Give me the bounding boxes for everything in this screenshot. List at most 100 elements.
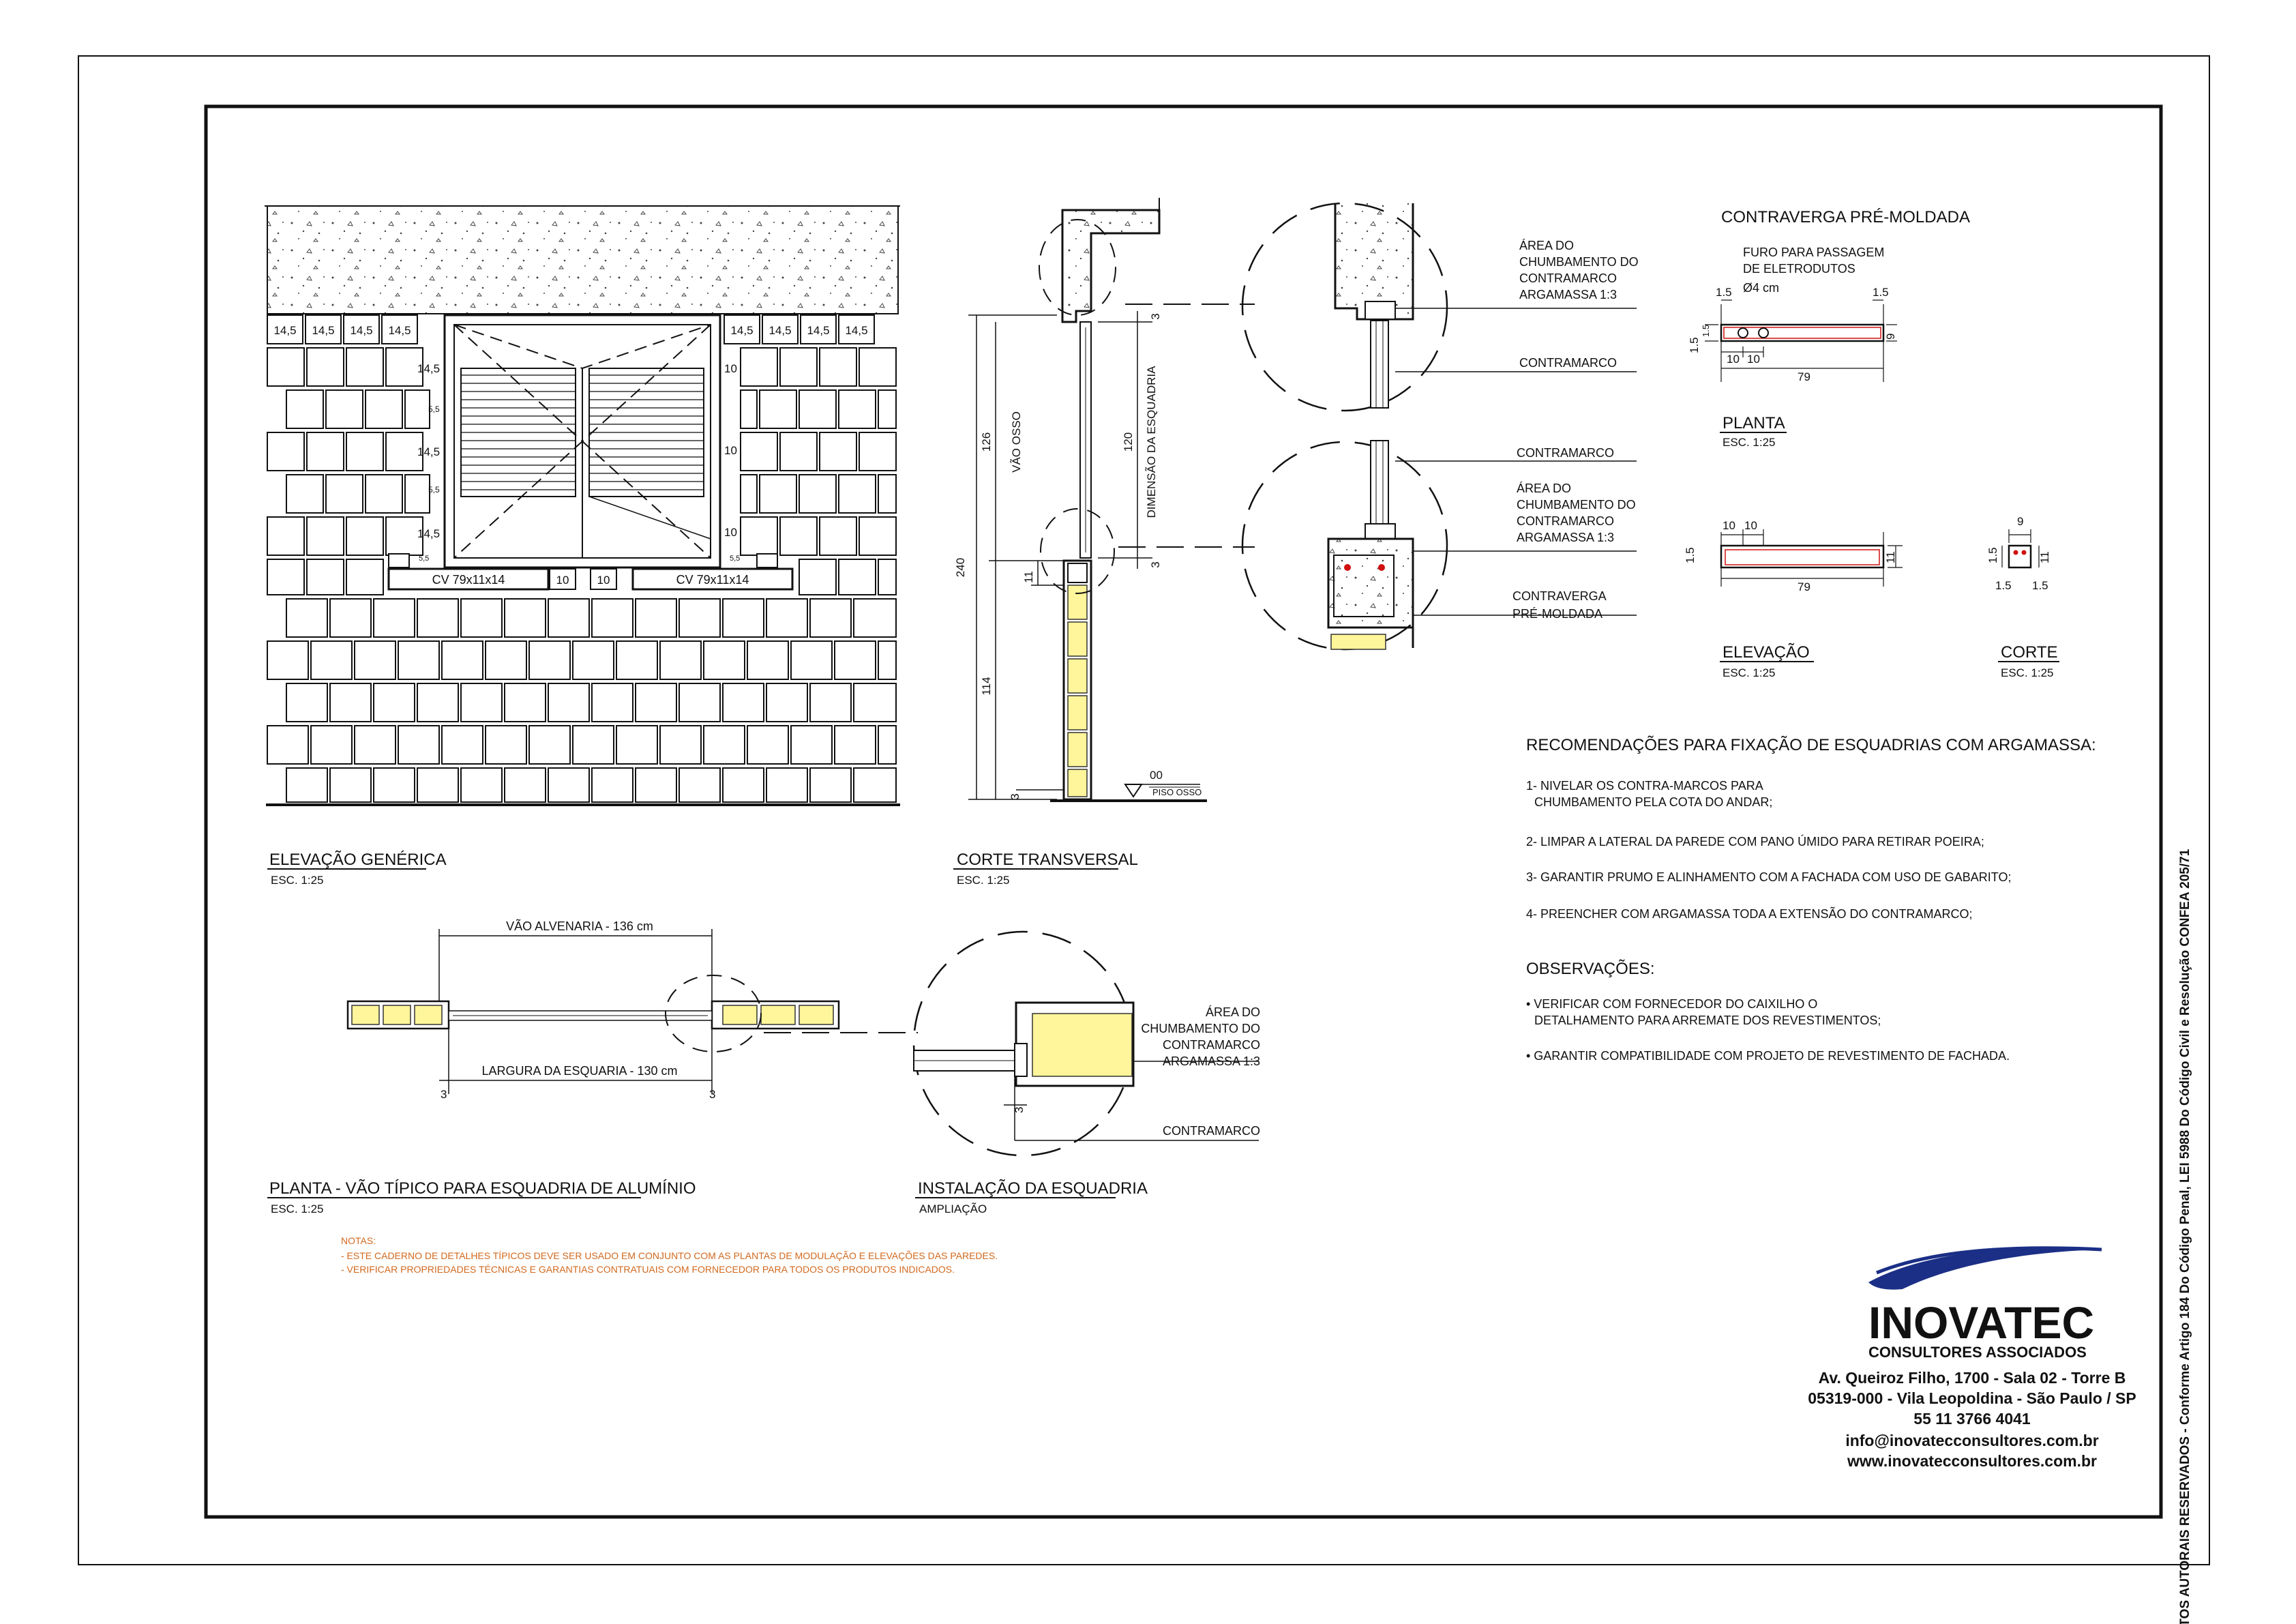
area-label: CHUMBAMENTO DO <box>1141 1022 1260 1035</box>
top-dim: 14,5 <box>350 324 372 337</box>
corte-transversal: 240 126 VÃO OSSO 120 DIMENSÃO DA ESQUADR… <box>953 198 1255 887</box>
top-dim: 14,5 <box>388 324 411 337</box>
level-marker-icon <box>1124 784 1143 798</box>
inovatec-swoosh-icon <box>1868 1247 2100 1290</box>
nota-line: - ESTE CADERNO DE DETALHES TÍPICOS DEVE … <box>341 1250 998 1261</box>
elev-dim: 10 <box>1744 519 1757 532</box>
planta-scale: ESC. 1:25 <box>1723 436 1776 449</box>
planta-dim: 10 <box>1747 353 1760 366</box>
left-dim: 5,5 <box>428 485 440 494</box>
recomendacao-item: 4- PREENCHER COM ARGAMASSA TODA A EXTENS… <box>1526 906 1972 921</box>
outer-border <box>78 55 2210 1565</box>
corte-title: CORTE <box>2001 643 2058 662</box>
dim-vao-osso: VÃO OSSO <box>1010 411 1023 473</box>
dim-240: 240 <box>954 558 967 577</box>
corte-dim: 1.5 <box>2032 579 2048 592</box>
recomendacao-item: 1- NIVELAR OS CONTRA-MARCOS PARA <box>1526 779 1763 793</box>
contramarco-label: CONTRAMARCO <box>1163 1124 1260 1138</box>
area-label: ÁREA DO <box>1517 482 1571 495</box>
contramarco-label: CONTRAMARCO <box>1517 446 1614 460</box>
mid-dim: 10 <box>556 574 569 587</box>
copyright-side-text: DIREITOS AUTORAIS RESERVADOS - Conforme … <box>2178 848 2192 1624</box>
planta-dim: 1.5 <box>1701 325 1711 337</box>
planta-dim: 1.5 <box>1873 286 1889 299</box>
area-label: CHUMBAMENTO DO <box>1517 498 1636 512</box>
nota-line: - VERIFICAR PROPRIEDADES TÉCNICAS E GARA… <box>341 1264 955 1275</box>
area-label: ARGAMASSA 1:3 <box>1519 288 1617 301</box>
contramarco-label: CONTRAMARCO <box>1519 356 1617 370</box>
corte-title: CORTE TRANSVERSAL <box>957 851 1138 869</box>
planta-dim: 1.5 <box>1688 337 1701 353</box>
observacao-item: DETALHAMENTO PARA ARREMATE DOS REVESTIME… <box>1534 1014 1881 1027</box>
inner-border <box>204 104 2163 1519</box>
dim-esquadria: DIMENSÃO DA ESQUADRIA <box>1145 366 1158 518</box>
elevacao-title: ELEVAÇÃO GENÉRICA <box>269 851 447 869</box>
contraverga-title: CONTRAVERGA PRÉ-MOLDADA <box>1721 208 1970 226</box>
right-dim: 10 <box>724 362 737 375</box>
dim-3: 3 <box>1013 1107 1026 1113</box>
detail-bottom: CONTRAMARCO ÁREA DO CHUMBAMENTO DO CONTR… <box>1241 440 1637 651</box>
notas: NOTAS: - ESTE CADERNO DE DETALHES TÍPICO… <box>341 1235 998 1275</box>
contraverga-detail: CONTRAVERGA PRÉ-MOLDADA FURO PARA PASSAG… <box>1684 208 2059 679</box>
vao-alvenaria: VÃO ALVENARIA - 136 cm <box>506 919 653 933</box>
corte-dim: 1.5 <box>1986 547 1999 563</box>
recomendacao-item: CHUMBAMENTO PELA COTA DO ANDAR; <box>1534 795 1772 809</box>
elev-dim: 11 <box>1884 551 1897 563</box>
recomendacoes: RECOMENDAÇÕES PARA FIXAÇÃO DE ESQUADRIAS… <box>1526 735 2096 1063</box>
address-line: 05319-000 - Vila Leopoldina - São Paulo … <box>1808 1389 2136 1407</box>
detail-top: ÁREA DO CHUMBAMENTO DO CONTRAMARCO ARGAM… <box>1241 202 1639 412</box>
small-dim: 5,5 <box>730 555 740 563</box>
brick-wall-right <box>740 347 897 595</box>
corte-scale: ESC. 1:25 <box>957 874 1010 887</box>
dim-3: 3 <box>1009 793 1022 799</box>
cv-label-right: CV 79x11x14 <box>676 573 749 587</box>
dim-114: 114 <box>980 677 993 695</box>
top-dim: 14,5 <box>845 324 867 337</box>
top-dim: 14,5 <box>312 324 334 337</box>
corte-dim: 11 <box>2038 551 2051 563</box>
planta-dim: 10 <box>1727 353 1740 366</box>
area-label: ARGAMASSA 1:3 <box>1163 1054 1260 1068</box>
corte-dim: 9 <box>2017 515 2023 528</box>
furo-label: Ø4 cm <box>1743 281 1779 295</box>
dim-120: 120 <box>1122 432 1135 452</box>
mid-dim: 10 <box>597 574 610 587</box>
instalacao-scale: AMPLIAÇÃO <box>919 1202 987 1215</box>
recomendacao-item: 2- LIMPAR A LATERAL DA PAREDE COM PANO Ú… <box>1526 834 1984 848</box>
instalacao-esquadria: ÁREA DO CHUMBAMENTO DO CONTRAMARCO ARGAM… <box>912 930 1260 1215</box>
observacao-item: • VERIFICAR COM FORNECEDOR DO CAIXILHO O <box>1526 997 1817 1011</box>
elev-dim: 10 <box>1723 519 1735 532</box>
planta-title: PLANTA <box>1723 414 1785 432</box>
brick-wall-lower <box>267 598 897 803</box>
area-label: CONTRAMARCO <box>1163 1038 1260 1052</box>
planta-vao: VÃO ALVENARIA - 136 cm LARGURA DA ESQUAR… <box>267 919 918 1215</box>
left-dim: 14,5 <box>417 445 440 458</box>
window-louvers <box>461 374 704 490</box>
observacao-item: • GARANTIR COMPATIBILIDADE COM PROJETO D… <box>1526 1049 2010 1063</box>
elevacao-title: ELEVAÇÃO <box>1723 643 1810 662</box>
level-label: 00 <box>1150 769 1163 782</box>
top-dim: 14,5 <box>807 324 829 337</box>
company-block: INOVATEC CONSULTORES ASSOCIADOS Av. Quei… <box>1808 1246 2136 1470</box>
piso-osso: PISO OSSO <box>1152 787 1202 797</box>
top-dim: 14,5 <box>273 324 296 337</box>
furo-label: FURO PARA PASSAGEM <box>1743 246 1884 259</box>
dim-3: 3 <box>709 1088 715 1101</box>
instalacao-title: INSTALAÇÃO DA ESQUADRIA <box>918 1179 1148 1198</box>
observacoes-title: OBSERVAÇÕES: <box>1526 959 1655 978</box>
largura-esquadria: LARGURA DA ESQUARIA - 130 cm <box>481 1064 677 1078</box>
elevacao-scale: ESC. 1:25 <box>1723 666 1776 679</box>
elev-dim: 1.5 <box>1684 547 1697 563</box>
area-label: CONTRAMARCO <box>1517 514 1614 528</box>
contraverga-label: PRÉ-MOLDADA <box>1512 607 1602 621</box>
elev-dim: 79 <box>1798 580 1810 593</box>
brick-wall-left <box>267 347 430 595</box>
website: www.inovatecconsultores.com.br <box>1847 1452 2097 1470</box>
planta-dim: 9 <box>1884 334 1897 340</box>
elevacao-generica: 14,5 14,5 14,5 14,5 14,5 14,5 14,5 14,5 <box>265 205 900 887</box>
phone: 55 11 3766 4041 <box>1913 1410 2031 1428</box>
area-label: ÁREA DO <box>1206 1005 1260 1019</box>
cv-label-left: CV 79x11x14 <box>432 573 505 587</box>
elevacao-scale: ESC. 1:25 <box>271 874 324 887</box>
